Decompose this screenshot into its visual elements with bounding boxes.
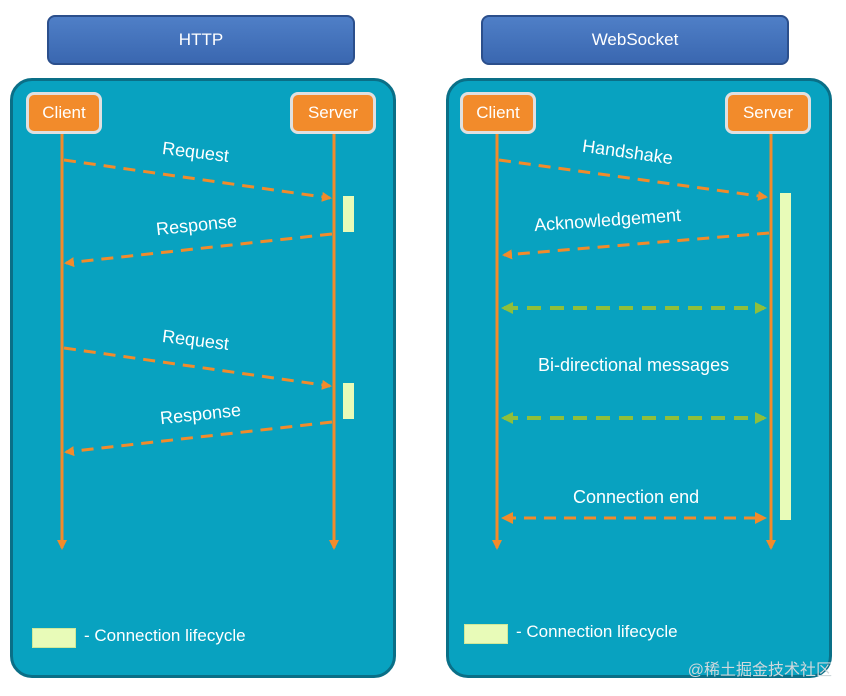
ws-legend-swatch xyxy=(464,624,508,644)
http-client-label: Client xyxy=(42,103,86,122)
http-title: HTTP xyxy=(178,30,224,49)
http-legend-label: - Connection lifecycle xyxy=(84,626,246,645)
ws-bidirectional-label: Bi-directional messages xyxy=(538,355,730,375)
websocket-title: WebSocket xyxy=(591,30,679,49)
http-client-box: Client xyxy=(26,92,102,134)
ws-lifecycle-bar xyxy=(780,193,791,520)
http-server-label: Server xyxy=(307,103,359,122)
watermark: @稀土掘金技术社区 xyxy=(687,662,832,679)
ws-handshake-arrow xyxy=(498,158,768,201)
http-legend-swatch xyxy=(32,628,76,648)
ws-server-label: Server xyxy=(742,103,794,122)
http-panel xyxy=(10,78,396,678)
ws-ack-arrow xyxy=(502,231,770,260)
http-lifecycle-bar-2 xyxy=(343,383,354,419)
http-title-box: HTTP xyxy=(47,15,355,65)
http-response-arrow-2 xyxy=(64,420,333,457)
http-lifecycle-bar-1 xyxy=(343,196,354,232)
http-request-arrow-2 xyxy=(63,346,332,390)
ws-legend-label: - Connection lifecycle xyxy=(516,622,678,641)
ws-server-box: Server xyxy=(725,92,811,134)
http-request-arrow-1 xyxy=(63,158,332,202)
http-response-arrow-1 xyxy=(64,232,333,268)
ws-client-label: Client xyxy=(476,103,520,122)
ws-connection-end-label: Connection end xyxy=(573,487,700,507)
websocket-title-box: WebSocket xyxy=(481,15,789,65)
http-server-box: Server xyxy=(290,92,376,134)
ws-client-box: Client xyxy=(460,92,536,134)
